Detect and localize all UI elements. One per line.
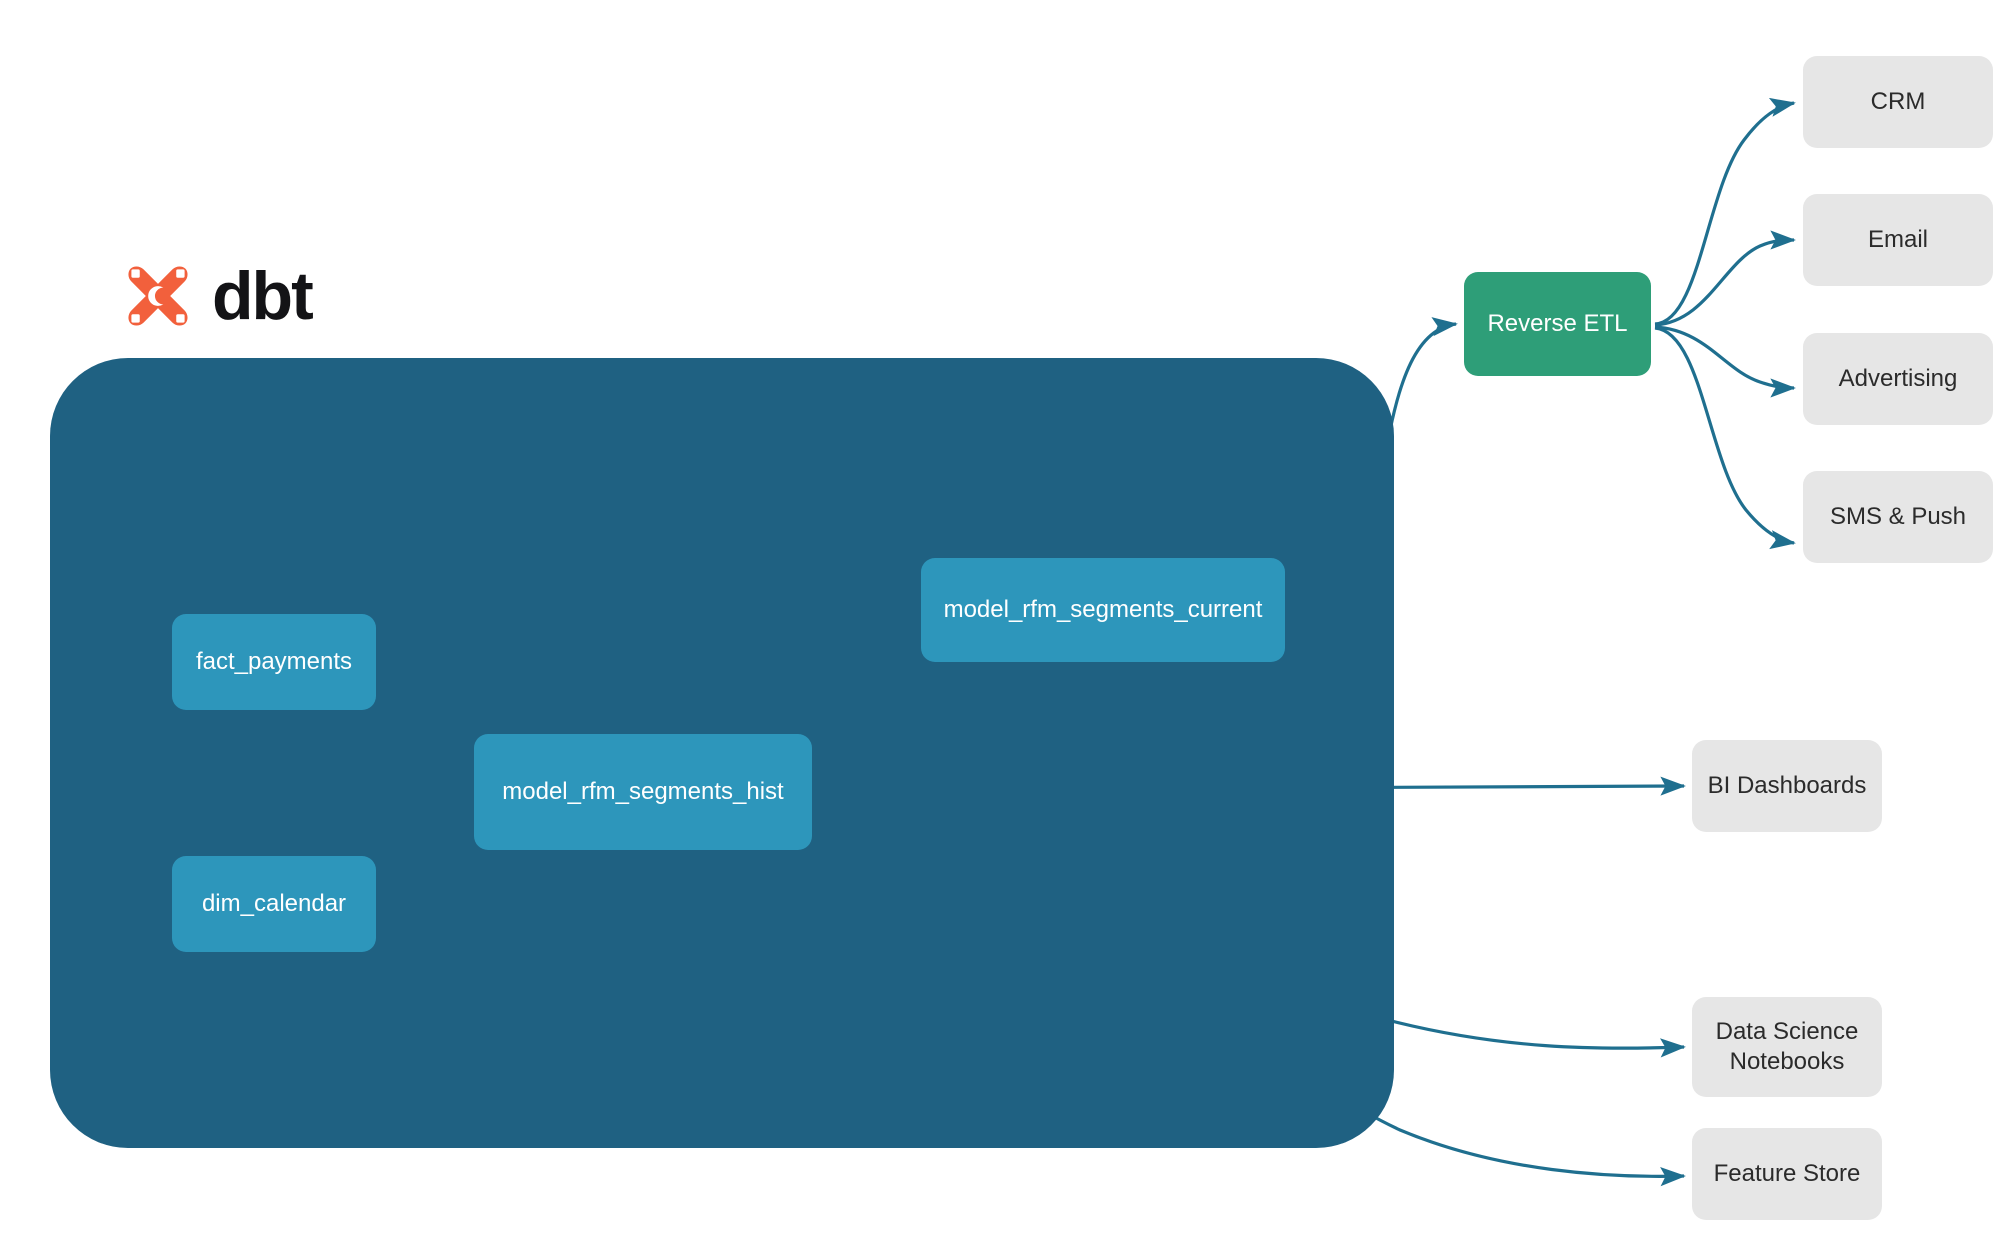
node-dim-calendar[interactable]: dim_calendar [172,856,376,952]
node-reverse-etl-label: Reverse ETL [1487,310,1628,337]
node-email[interactable]: Email [1803,194,1993,286]
node-sms-push-label: SMS & Push [1829,503,1967,530]
node-crm-label: CRM [1870,88,1926,115]
edge-reverse-etl-to-email [1654,230,1796,327]
node-feature-store[interactable]: Feature Store [1692,1128,1882,1220]
dbt-x-logo-icon [128,266,188,326]
node-bi-dashboards-label: BI Dashboards [1707,772,1867,799]
node-fact-payments[interactable]: fact_payments [172,614,376,710]
node-crm[interactable]: CRM [1803,56,1993,148]
node-reverse-etl[interactable]: Reverse ETL [1464,272,1651,376]
node-advertising[interactable]: Advertising [1803,333,1993,425]
node-fact-payments-label: fact_payments [195,648,353,675]
node-bi-dashboards[interactable]: BI Dashboards [1692,740,1882,832]
dbt-logo: dbt [120,258,314,334]
node-sms-push[interactable]: SMS & Push [1803,471,1993,563]
node-advertising-label: Advertising [1838,365,1958,392]
node-model-rfm-segments-hist[interactable]: model_rfm_segments_hist [474,734,812,850]
edge-reverse-etl-to-advertising [1654,325,1796,398]
dbt-logo-text: dbt [212,258,314,334]
edge-reverse-etl-to-sms-push [1654,326,1796,550]
node-model-rfm-segments-hist-label: model_rfm_segments_hist [502,778,784,805]
node-data-science-notebooks[interactable]: Data Science Notebooks [1692,997,1882,1097]
node-feature-store-label: Feature Store [1713,1160,1861,1187]
node-data-science-notebooks-label-line2: Notebooks [1729,1048,1845,1075]
node-dim-calendar-label: dim_calendar [201,890,347,917]
edge-reverse-etl-to-crm [1654,97,1796,326]
node-model-rfm-segments-current[interactable]: model_rfm_segments_current [921,558,1285,662]
node-data-science-notebooks-label-line1: Data Science [1715,1018,1859,1045]
node-email-label: Email [1867,226,1928,253]
node-model-rfm-segments-current-label: model_rfm_segments_current [943,596,1263,623]
